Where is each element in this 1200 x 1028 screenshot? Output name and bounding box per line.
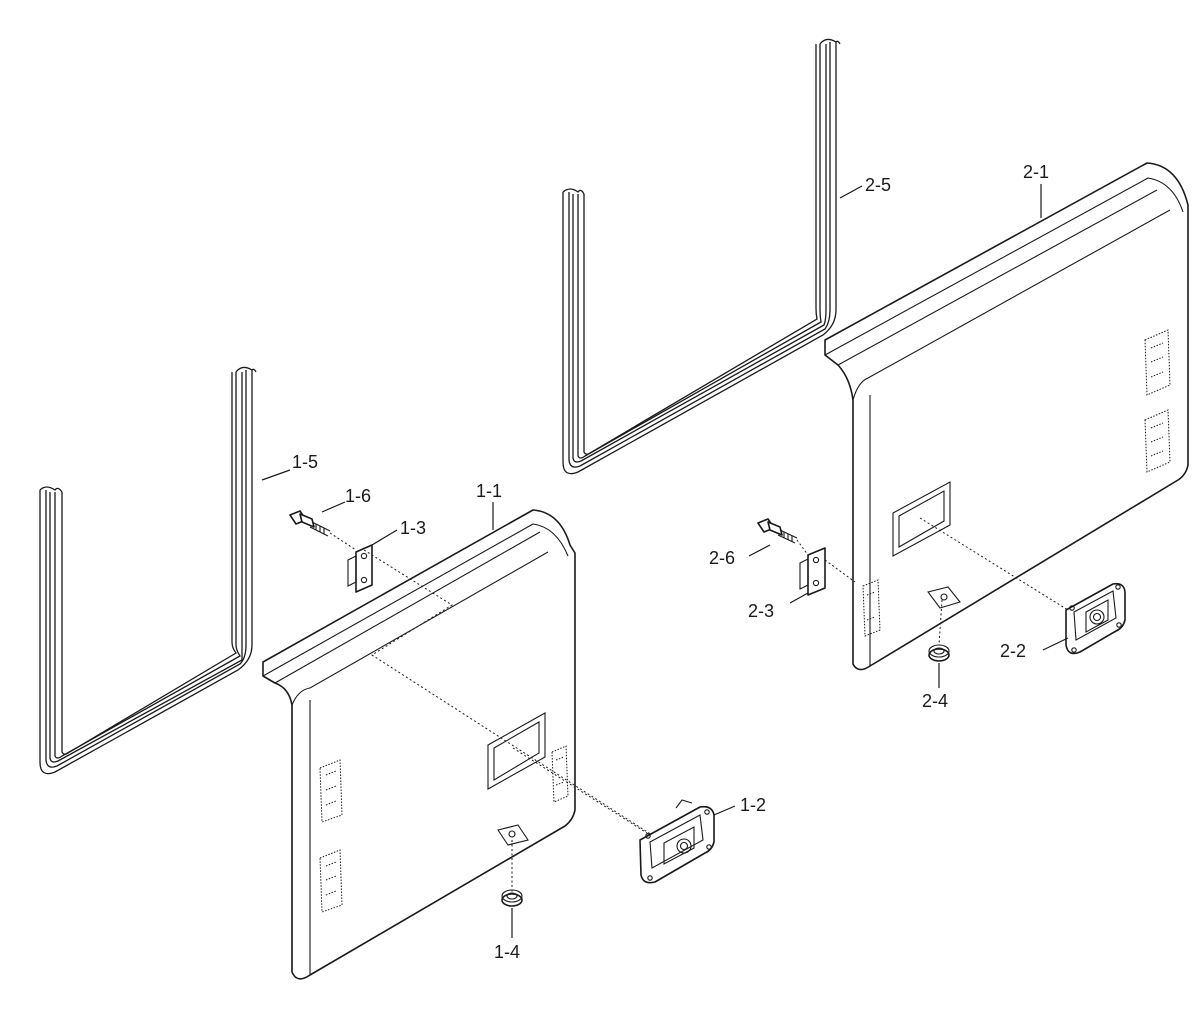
callout-2-6: 2-6: [709, 548, 735, 568]
callout-2-2: 2-2: [1000, 641, 1026, 661]
alignment-lines: [329, 517, 1069, 893]
leader-lines: [261, 184, 1069, 938]
callout-labels: 1-1 1-2 1-3 1-4 1-5 1-6 2-1 2-2 2-3 2-4 …: [292, 162, 1049, 962]
panel-2-1: [824, 162, 1189, 671]
callout-2-1: 2-1: [1023, 162, 1049, 182]
lock-handle-2-2: [1065, 582, 1126, 655]
seal-1-5: [39, 366, 257, 775]
callout-2-3: 2-3: [748, 601, 774, 621]
callout-1-1: 1-1: [476, 481, 502, 501]
grommet-1-4: [501, 889, 523, 907]
callout-2-5: 2-5: [865, 175, 891, 195]
bolt-2-6: [757, 518, 798, 544]
panel-1-1: [262, 509, 576, 980]
callout-1-5: 1-5: [292, 452, 318, 472]
lock-handle-1-2: [639, 799, 715, 884]
grommet-2-4: [928, 644, 950, 662]
callout-1-4: 1-4: [494, 942, 520, 962]
callout-1-3: 1-3: [400, 518, 426, 538]
callout-1-6: 1-6: [345, 486, 371, 506]
striker-plate-1-3: [347, 544, 373, 593]
striker-plate-2-3: [799, 547, 826, 596]
seal-2-5: [562, 38, 841, 475]
callout-1-2: 1-2: [740, 795, 766, 815]
callout-2-4: 2-4: [922, 691, 948, 711]
bolt-1-6: [289, 510, 331, 537]
